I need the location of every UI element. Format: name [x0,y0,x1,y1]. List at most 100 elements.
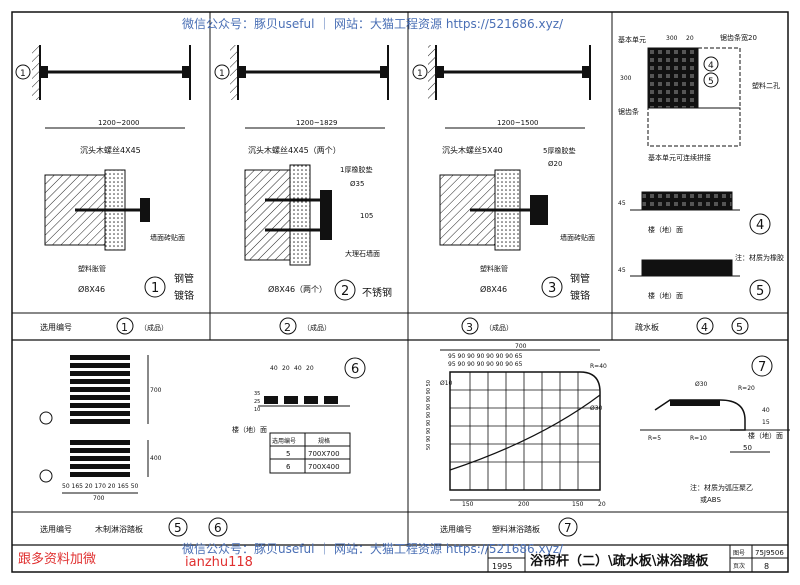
detail-2: 1 1200~1829 沉头木螺丝4X45（两个） 1厚橡胶垫 Ø35 105 … [214,45,392,301]
selection-row-bottom: 选用编号 木制淋浴踏板 5 6 选用编号 塑料淋浴踏板 7 [40,517,578,537]
sel-4: 4 [701,321,708,334]
selection-row-top: 选用编号 1 （成品） 2 （成品） 3 （成品） 疏水板 4 5 [40,317,749,335]
selection-label-top: 选用编号 [40,322,72,332]
drawing-code: 75J9506 [755,549,784,557]
contact-note-1: 跟多资料加微 [18,551,96,567]
detail-number-2: 2 [341,284,349,299]
dim-300a: 300 [666,35,678,42]
detail-number-1: 1 [151,281,159,296]
sel-bottom-6: 6 [214,521,222,535]
dia-label-3: Ø20 [548,160,562,168]
side-dims: 50 90 90 90 90 90 90 90 50 [426,380,432,450]
washer-label-2: 1厚橡胶垫 [340,165,372,174]
dim-400: 400 [150,455,162,462]
wall-label-2: 大理石墙面 [345,249,380,258]
table-row2-spec: 700X400 [308,463,340,471]
material-3b: 镀铬 [570,289,590,302]
wall-label-3: 墙面砖贴面 [560,233,595,242]
wood-tread-label: 木制淋浴踏板 [95,524,143,534]
detail-number-4: 4 [756,218,764,233]
material-note-7a: 注：材质为弧压聚乙 [690,483,753,492]
plug-size-1: Ø8X46 [78,284,105,294]
watermark-bottom: 微信公众号：豚贝useful ｜ 网站：大猫工程资源 https://52168… [182,541,564,556]
selection-label-bottom: 选用编号 [40,524,72,534]
height-35: 35 [254,391,260,397]
dia-10: Ø10 [440,380,453,387]
height-25: 25 [254,399,260,405]
dia-30-section: Ø30 [695,381,708,388]
sel-bottom-5: 5 [174,521,182,535]
drain-board-label: 疏水板 [635,322,659,332]
unit-label: 基本单元 [618,35,646,44]
detail-5-6: 700 400 50 165 20 170 20 165 50 700 40 2… [39,355,366,502]
sel-2-note: （成品） [303,323,331,332]
plug-label-1: 塑料胀管 [78,264,106,273]
dim-40a: 40 [270,365,278,372]
detail-1: 1 1200~2000 沉头木螺丝4X45 墙面砖贴面 塑料胀管 Ø8X46 1… [15,45,194,302]
watermark-top: 微信公众号：豚贝useful ｜ 网站：大猫工程资源 https://52168… [182,16,564,31]
strip-width-label: 锯齿条宽20 [720,33,757,42]
detail-number-6: 6 [351,362,359,377]
dim-700-top: 700 [515,343,527,350]
detail-7: 700 95 90 90 90 90 90 90 65 95 90 90 90 … [426,343,790,508]
dim-1: 1200~2000 [98,119,140,127]
plug-label-3: 塑料胀管 [480,264,508,273]
material-3a: 钢管 [570,272,590,285]
washer-label-3: 5厚橡胶垫 [543,146,575,155]
contact-note-2: ianzhu118 [185,555,253,570]
plug-size-3: Ø8X46 [480,284,507,294]
radius-40: R=40 [590,363,607,370]
dim-3: 1200~1500 [497,119,539,127]
dim-700b: 700 [93,495,105,502]
ref-4: 4 [708,61,714,71]
material-1a: 钢管 [174,272,194,285]
radius-20: R=20 [738,385,755,392]
radius-5: R=5 [648,435,661,442]
sel-1: 1 [121,321,128,334]
screw-label-3: 沉头木螺丝5X40 [442,145,503,155]
material-note-7b: 或ABS [700,495,721,504]
sel-5: 5 [736,321,743,334]
height-40: 40 [762,407,770,414]
table-header-spec: 规格 [318,437,330,445]
year: 1995 [492,562,512,571]
strip-label: 锯齿条 [618,107,639,116]
plug-size-2: Ø8X46（两个） [268,284,327,294]
floor-label-1: 楼（地）面 [648,225,683,234]
svg-text:1: 1 [20,69,26,79]
height-45a: 45 [618,200,626,207]
sel-2: 2 [284,321,291,334]
dim-20a: 20 [282,365,290,372]
height-2: 105 [360,212,373,220]
floor-label-6: 楼（地）面 [232,425,267,434]
plastic-tread-label: 塑料淋浴踏板 [492,524,540,534]
svg-text:1: 1 [417,69,423,79]
material-2: 不锈钢 [362,286,392,299]
detail-3: 1 1200~1500 沉头木螺丝5X40 5厚橡胶垫 Ø20 墙面砖贴面 塑料… [412,45,595,302]
dims-row-3: 95 90 90 90 90 90 90 65 [448,361,523,368]
height-45b: 45 [618,267,626,274]
dim-700a: 700 [150,387,162,394]
continuous-label: 基本单元可连续拼接 [648,153,711,162]
table-row1-spec: 700X700 [308,450,340,458]
detail-4-5: 基本单元 锯齿条宽20 300 20 300 4 5 锯齿条 塑料二孔 基本单元… [618,33,784,301]
detail-number-3: 3 [548,281,556,296]
code-label: 图号 [733,550,745,557]
material-note-4: 注：材质为橡胶 [735,253,784,262]
sel-1-note: （成品） [140,323,168,332]
table-row2-code: 6 [286,463,291,471]
svg-text:1: 1 [219,69,225,79]
dim-300b: 300 [620,75,632,82]
floor-label-2: 楼（地）面 [648,291,683,300]
ref-5: 5 [708,77,714,87]
title-block: 1995 浴帘杆（二）\疏水板\淋浴踏板 图号 75J9506 页次 8 [487,545,788,572]
height-10: 10 [254,407,260,413]
hole-label: 塑料二孔 [752,81,780,90]
dim-150b: 150 [572,501,584,508]
detail-number-7: 7 [758,360,766,375]
dim-20: 20 [686,35,694,42]
dim-2: 1200~1829 [296,119,338,127]
sel-3: 3 [466,321,473,334]
dim-50: 50 [743,444,752,452]
